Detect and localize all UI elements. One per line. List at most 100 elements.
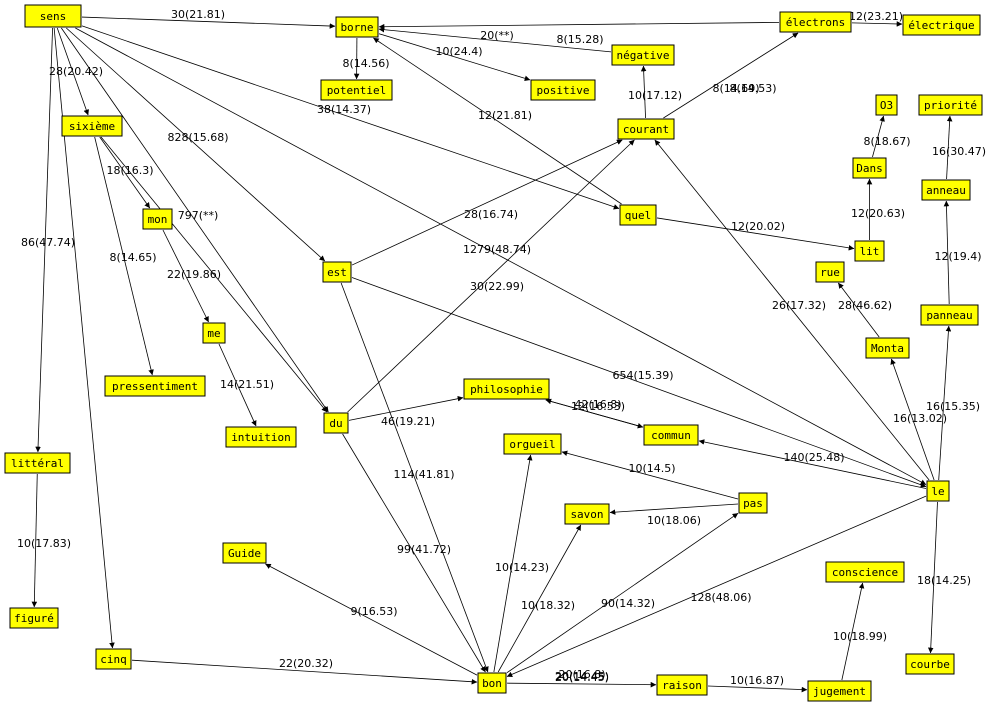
- edge-label-pas-orgueil: 10(14.5): [628, 462, 675, 475]
- node-lit: lit: [854, 240, 885, 262]
- node-label-orgueil: orgueil: [509, 438, 555, 451]
- node-sixieme: sixième: [61, 115, 123, 137]
- node-orgueil: orgueil: [503, 433, 562, 455]
- edge-jugement-conscience: [841, 582, 865, 681]
- edge-label-sens-sixieme: 28(20.42): [49, 65, 103, 78]
- node-figure: figuré: [9, 607, 59, 629]
- edge-panneau-anneau: [943, 200, 950, 305]
- edge-label-est-le: 654(15.39): [612, 369, 673, 382]
- node-box-positive: [530, 79, 596, 101]
- node-box-o3: [875, 94, 898, 116]
- node-panneau: panneau: [920, 304, 979, 326]
- edge-label-quel-borne: 12(21.81): [478, 109, 532, 122]
- node-box-bon: [477, 672, 507, 694]
- edge-label-sens-borne: 30(21.81): [171, 8, 225, 21]
- edge-borne-positive: [378, 33, 531, 82]
- node-est: est: [322, 261, 352, 283]
- edge-label-extra: 90(14.32): [601, 597, 655, 610]
- node-box-sens: [24, 4, 82, 28]
- node-label-panneau: panneau: [926, 309, 972, 322]
- node-label-pressentiment: pressentiment: [112, 380, 198, 393]
- edge-negative-borne: [378, 26, 612, 53]
- node-label-le: le: [931, 485, 944, 498]
- node-label-rue: rue: [820, 266, 840, 279]
- edge-raison-jugement: [707, 685, 808, 693]
- node-box-guide: [222, 542, 267, 564]
- node-box-commun: [643, 424, 699, 446]
- edge-pas-orgueil: [561, 450, 739, 500]
- node-label-electrons: électrons: [786, 16, 846, 29]
- edge-label-litteral-figure: 10(17.83): [17, 537, 71, 550]
- node-box-anneau: [921, 179, 971, 201]
- edge-label-dans-o3: 8(18.67): [863, 135, 910, 148]
- edge-electrons-borne: [378, 21, 780, 30]
- node-commun: commun: [643, 424, 699, 446]
- edge-label-sens-du: 797(**): [178, 209, 219, 222]
- edge-label-extra: 8(14.53): [729, 82, 776, 95]
- edge-label-sens-quel: 38(14.37): [317, 103, 371, 116]
- edge-label-sixieme-pressentiment: 8(14.65): [109, 251, 156, 264]
- edge-le-commun: [698, 439, 927, 489]
- node-box-priorite: [918, 94, 983, 116]
- edge-commun-philosophie: [545, 398, 644, 428]
- node-box-electrique: [902, 14, 981, 36]
- edge-label-cinq-bon: 22(20.32): [279, 657, 333, 670]
- node-label-jugement: jugement: [813, 685, 866, 698]
- edge-sens-litteral: [35, 27, 53, 453]
- node-label-priorite: priorité: [924, 99, 977, 112]
- node-label-pas: pas: [743, 497, 763, 510]
- edge-label-philosophie-commun: 12(16.53): [571, 400, 625, 413]
- edge-label-bon-savon: 10(14.23): [495, 561, 549, 574]
- node-label-monta: Monta: [871, 342, 904, 355]
- node-guide: Guide: [222, 542, 267, 564]
- node-label-anneau: anneau: [926, 184, 966, 197]
- edge-label-extra: 20(14.45): [555, 671, 609, 684]
- edge-label-est-bon: 114(41.81): [393, 468, 454, 481]
- node-pas: pas: [738, 492, 768, 514]
- edge-litteral-figure: [31, 473, 38, 608]
- edge-bon-guide: [265, 563, 478, 676]
- edge-monta-rue: [838, 282, 880, 338]
- edge-electrons-electrique: [851, 21, 903, 27]
- edge-le-bon: [506, 495, 927, 678]
- edge-label-du-courant: 30(22.99): [470, 280, 524, 293]
- edge-sixieme-pressentiment: [94, 136, 154, 376]
- edge-label-borne-positive: 10(24.4): [435, 45, 482, 58]
- node-label-raison: raison: [662, 679, 702, 692]
- edge-label-le-courbe: 18(14.25): [917, 574, 971, 587]
- node-box-courbe: [905, 653, 955, 675]
- edge-label-pas-savon: 10(18.06): [647, 514, 701, 527]
- edge-bon-pas: [506, 513, 739, 673]
- edge-label-est-courant: 28(16.74): [464, 208, 518, 221]
- node-courant: courant: [617, 118, 675, 140]
- edge-est-le: [351, 277, 927, 488]
- node-electrique: électrique: [902, 14, 981, 36]
- node-potentiel: potentiel: [320, 79, 393, 101]
- node-label-conscience: conscience: [832, 566, 898, 579]
- node-label-negative: négative: [617, 49, 670, 62]
- node-label-litteral: littéral: [11, 457, 64, 470]
- edge-quel-lit: [656, 217, 855, 251]
- edge-sens-quel: [81, 25, 620, 210]
- node-label-positive: positive: [537, 84, 590, 97]
- node-label-mon: mon: [148, 213, 168, 226]
- edge-est-bon: [340, 282, 489, 673]
- node-label-quel: quel: [625, 209, 652, 222]
- edge-sixieme-du: [100, 136, 328, 413]
- edge-label-jugement-conscience: 10(18.99): [833, 630, 887, 643]
- node-savon: savon: [564, 503, 610, 525]
- node-label-cinq: cinq: [100, 653, 127, 666]
- edge-le-courant: [654, 139, 930, 481]
- node-dans: Dans: [852, 157, 887, 179]
- edge-label-sixieme-mon: 18(16.3): [106, 164, 153, 177]
- edge-label-borne-potentiel: 8(14.56): [342, 57, 389, 70]
- node-quel: quel: [619, 204, 657, 226]
- node-bon: bon: [477, 672, 507, 694]
- edge-label-me-intuition: 14(21.51): [220, 378, 274, 391]
- edge-du-courant: [347, 139, 635, 413]
- edge-label-panneau-anneau: 12(19.4): [934, 250, 981, 263]
- edge-label-sens-le: 1279(48.74): [463, 243, 531, 256]
- node-box-jugement: [807, 680, 872, 702]
